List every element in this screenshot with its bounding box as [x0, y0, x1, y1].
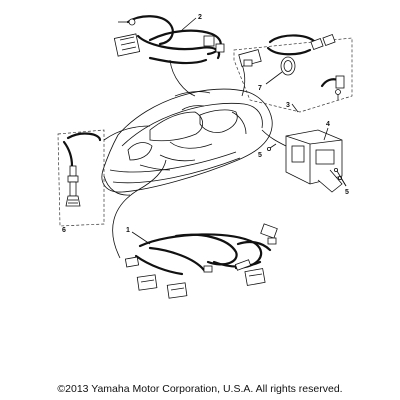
- screw-5-left: [266, 143, 277, 151]
- callout-4: 4: [326, 121, 330, 128]
- callout-5-left: 5: [258, 152, 262, 159]
- callout-3: 3: [286, 102, 290, 109]
- leader-line-3: [291, 103, 299, 113]
- leader-line-2: [181, 17, 197, 31]
- main-harness-1: [124, 223, 278, 299]
- wire-harness-2: [113, 15, 225, 65]
- callout-6: 6: [62, 227, 66, 234]
- junction-box-4: [285, 129, 343, 193]
- sensor-assembly-3: [233, 34, 353, 113]
- leader-line-4: [323, 127, 329, 141]
- callout-5-right: 5: [345, 189, 349, 196]
- leader-line-1: [131, 231, 151, 245]
- callout-2: 2: [198, 14, 202, 21]
- sensor-6: [57, 129, 105, 227]
- copyright-notice: ©2013 Yamaha Motor Corporation, U.S.A. A…: [57, 383, 343, 395]
- grommet-7: [280, 56, 296, 76]
- callout-7: 7: [258, 85, 262, 92]
- leader-line-7: [265, 71, 283, 85]
- callout-1: 1: [126, 227, 130, 234]
- screw-5-right: [333, 167, 347, 187]
- boat-hull: [101, 88, 273, 196]
